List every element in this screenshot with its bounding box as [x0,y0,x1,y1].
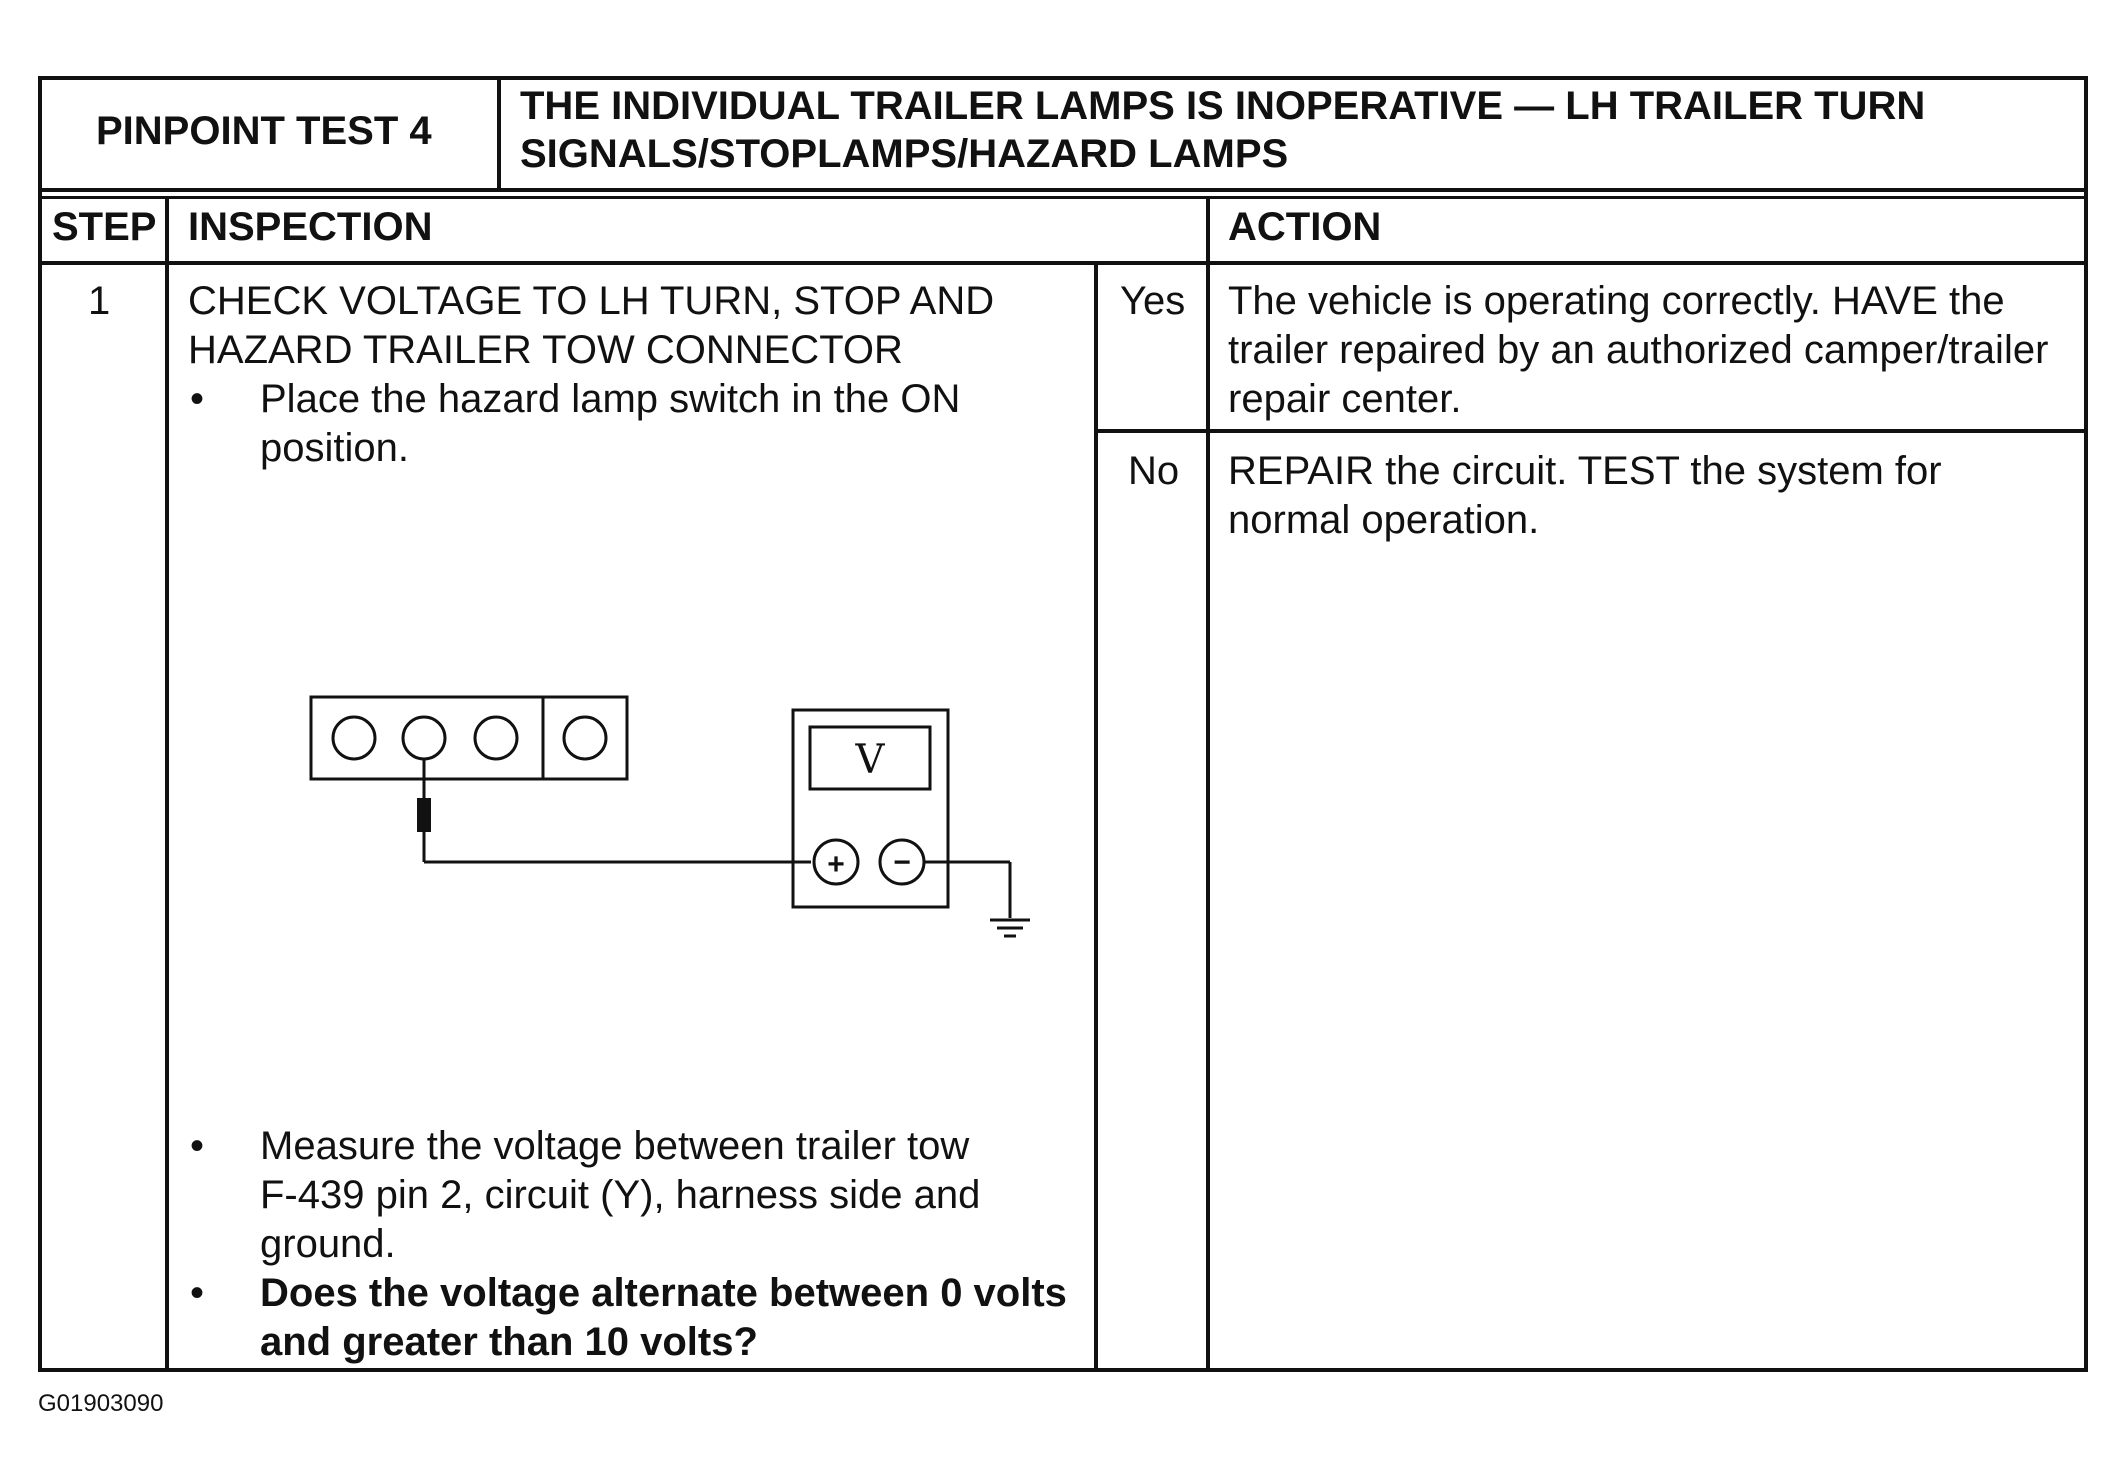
voltmeter-label: V [855,737,886,783]
bullet-dot: • [190,377,205,421]
inspection-heading-line-2: HAZARD TRAILER TOW CONNECTOR [188,328,903,372]
minus-sign: − [893,846,911,879]
bullet-2-line-3: ground. [260,1222,396,1266]
connector-pin-1 [331,715,377,761]
probe-tip [417,798,431,832]
connector-pin-2 [401,715,447,761]
test-title-line-1: THE INDIVIDUAL TRAILER LAMPS IS INOPERAT… [520,84,1926,128]
yes-action-line-2: trailer repaired by an authorized camper… [1228,328,2049,372]
column-header-step: STEP [52,205,157,249]
step-number: 1 [88,279,111,323]
yes-action-line-3: repair center. [1228,377,1462,421]
no-action-line-1: REPAIR the circuit. TEST the system for [1228,449,1942,493]
bullet-dot: • [190,1124,205,1168]
plus-sign: + [827,848,845,881]
bullet-1-line-1: Place the hazard lamp switch in the ON [260,377,961,421]
no-action-line-2: normal operation. [1228,498,1540,542]
result-yes-label: Yes [1120,279,1186,323]
column-header-inspection: INSPECTION [188,205,433,249]
column-header-action: ACTION [1228,205,1382,249]
bullet-dot: • [190,1271,205,1315]
connector-body [309,695,629,781]
bullet-3-line-2: and greater than 10 volts? [260,1320,758,1364]
voltmeter-body [791,708,950,909]
connector-pin-3 [473,715,519,761]
pinpoint-test-label: PINPOINT TEST 4 [96,109,432,153]
voltmeter-display [808,725,932,791]
bullet-2-line-1: Measure the voltage between trailer tow [260,1124,970,1168]
inspection-heading-line-1: CHECK VOLTAGE TO LH TURN, STOP AND [188,279,995,323]
connector-pin-4 [562,715,608,761]
plus-terminal [812,838,860,886]
bullet-1-line-2: position. [260,426,409,470]
bullet-2-line-2: F-439 pin 2, circuit (Y), harness side a… [260,1173,981,1217]
result-no-label: No [1128,449,1180,493]
yes-action-line-1: The vehicle is operating correctly. HAVE… [1228,279,2005,323]
figure-id: G01903090 [38,1390,164,1417]
bullet-3-line-1: Does the voltage alternate between 0 vol… [260,1271,1067,1315]
test-title-line-2: SIGNALS/STOPLAMPS/HAZARD LAMPS [520,132,1289,176]
